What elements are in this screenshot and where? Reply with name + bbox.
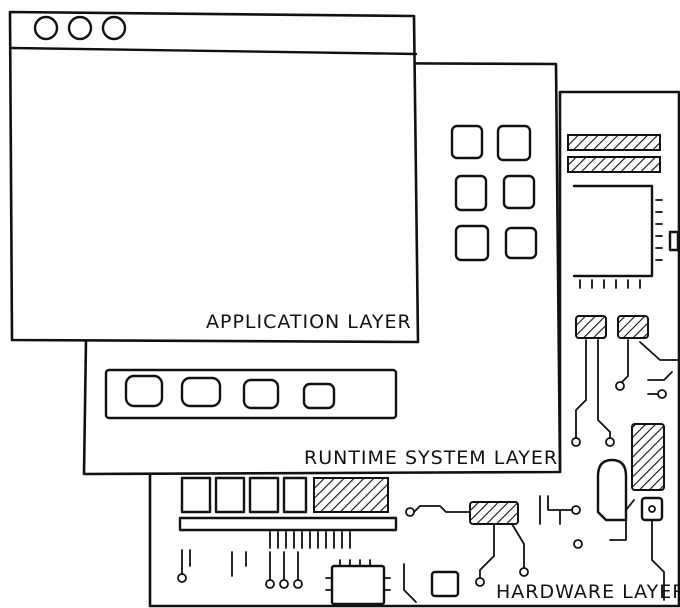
window-minimize-dot-icon[interactable] [67, 15, 93, 41]
app-tile-icon [502, 174, 536, 210]
application-layer-label: APPLICATION LAYER [206, 311, 412, 333]
hatched-chip-1 [575, 315, 607, 339]
app-tile-icon [504, 226, 538, 260]
app-tile-icon [454, 174, 488, 212]
dock-tile-icon [180, 376, 222, 408]
app-tile-icon [450, 124, 484, 160]
runtime-app-tile-grid [450, 124, 538, 262]
hardware-layer-panel: HARDWARE LAYER [148, 90, 680, 608]
runtime-dock [104, 368, 398, 420]
runtime-layer-label: RUNTIME SYSTEM LAYER [304, 447, 558, 469]
dock-tile-icon [124, 374, 164, 408]
cpu-chip-large [572, 184, 680, 289]
hatched-chip-2 [617, 315, 649, 339]
window-close-dot-icon[interactable] [33, 15, 59, 41]
hatched-chip-tall [631, 423, 665, 491]
dock-tile-icon [242, 378, 280, 410]
window-maximize-dot-icon[interactable] [101, 15, 127, 41]
app-tile-icon [496, 124, 532, 162]
application-layer-window: APPLICATION LAYER [8, 10, 420, 344]
dock-tile-icon [302, 382, 336, 410]
hatched-bar-2 [567, 156, 661, 173]
hatched-chip-mid [469, 501, 519, 525]
hardware-layer-label: HARDWARE LAYER [496, 581, 680, 603]
cpu-chip-small [325, 559, 391, 606]
app-tile-icon [454, 224, 490, 262]
hatched-bar-1 [567, 134, 661, 151]
